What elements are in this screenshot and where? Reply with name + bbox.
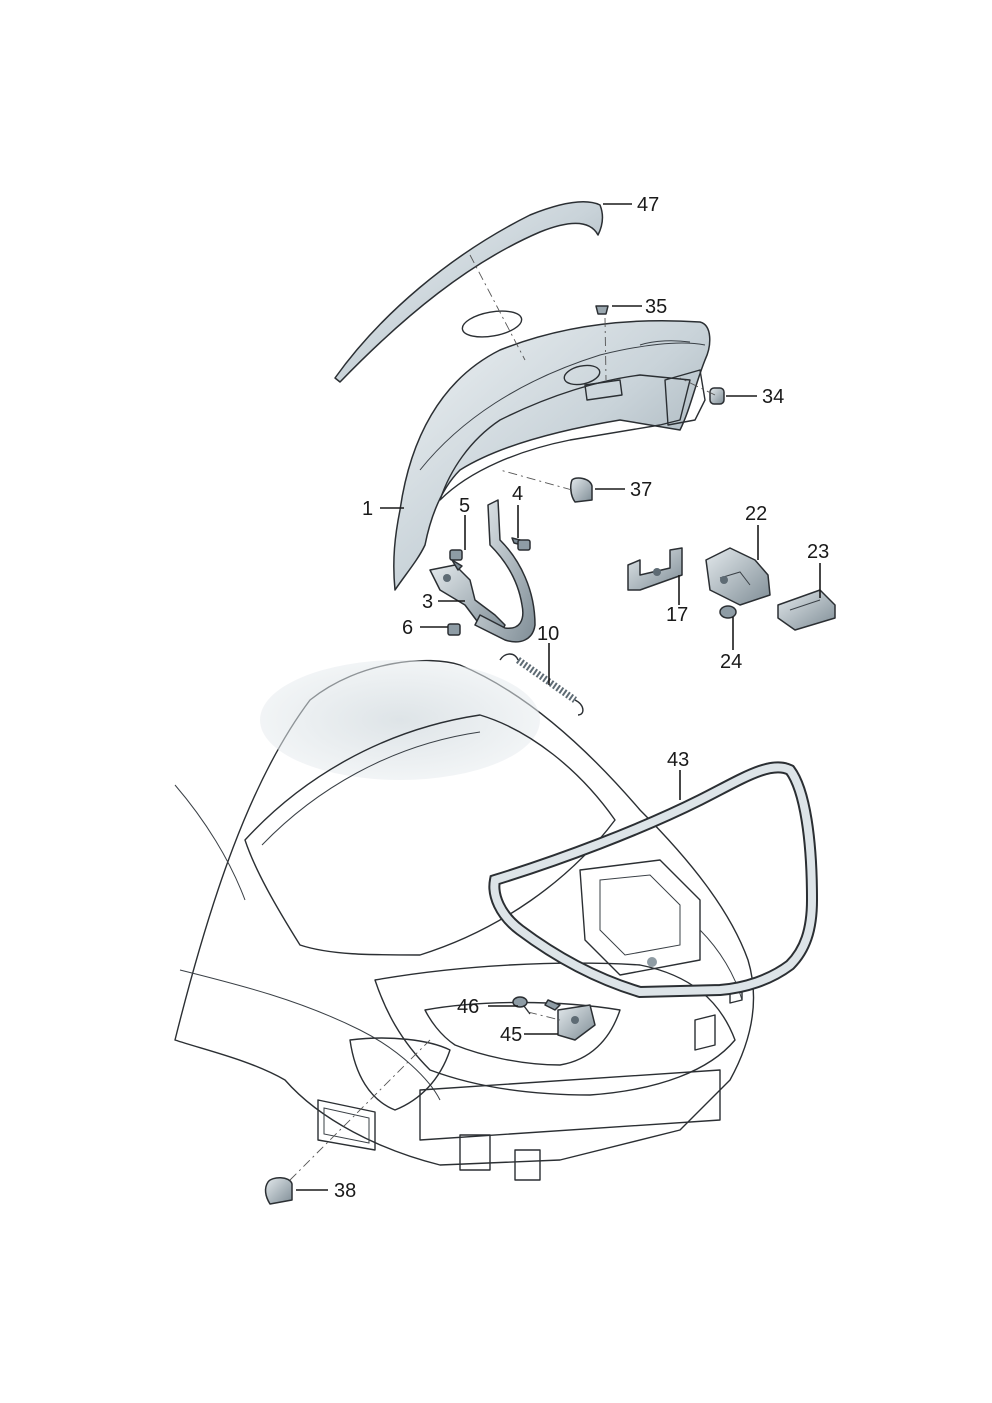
assembly-guides [289,254,716,1181]
label-45: 45 [500,1024,522,1046]
label-38: 38 [334,1180,356,1202]
part-22-lock[interactable] [705,547,771,606]
label-4: 4 [512,483,523,505]
part-35-clip[interactable] [595,305,609,315]
part-17-lock-bracket[interactable] [627,547,683,591]
label-3: 3 [422,591,433,613]
trunk-opening [374,962,736,1096]
part-47-spoiler[interactable] [334,201,604,383]
label-5: 5 [459,495,470,517]
part-10-spring[interactable] [499,653,584,716]
car-rear-body [174,659,755,1181]
label-24: 24 [720,651,742,673]
label-1: 1 [362,498,373,520]
tail-light [349,1037,451,1111]
part-45-latch[interactable] [544,999,596,1041]
callout-labels: 47 35 34 37 1 4 5 3 6 10 22 23 17 24 43 … [334,194,829,1202]
part-24-nut[interactable] [719,605,737,619]
part-4-bolt[interactable] [511,537,531,551]
label-23: 23 [807,541,829,563]
part-6-nut[interactable] [447,623,461,636]
part-1-trunk-lid[interactable] [393,307,711,591]
label-17: 17 [666,604,688,626]
part-23-striker[interactable] [777,589,836,631]
leader-lines [296,203,821,1191]
label-34: 34 [762,386,784,408]
label-10: 10 [537,623,559,645]
part-43-seal[interactable] [488,761,819,999]
hinge-arm[interactable] [474,499,536,643]
part-5-bolt[interactable] [449,549,463,571]
label-43: 43 [667,749,689,771]
part-38-bulb-socket[interactable] [264,1177,293,1205]
label-22: 22 [745,503,767,525]
part-34-buffer[interactable] [709,387,725,405]
label-37: 37 [630,479,652,501]
label-47: 47 [637,194,659,216]
label-35: 35 [645,296,667,318]
part-37-buffer[interactable] [570,477,593,503]
rear-window [244,714,616,956]
label-6: 6 [402,617,413,639]
label-46: 46 [457,996,479,1018]
